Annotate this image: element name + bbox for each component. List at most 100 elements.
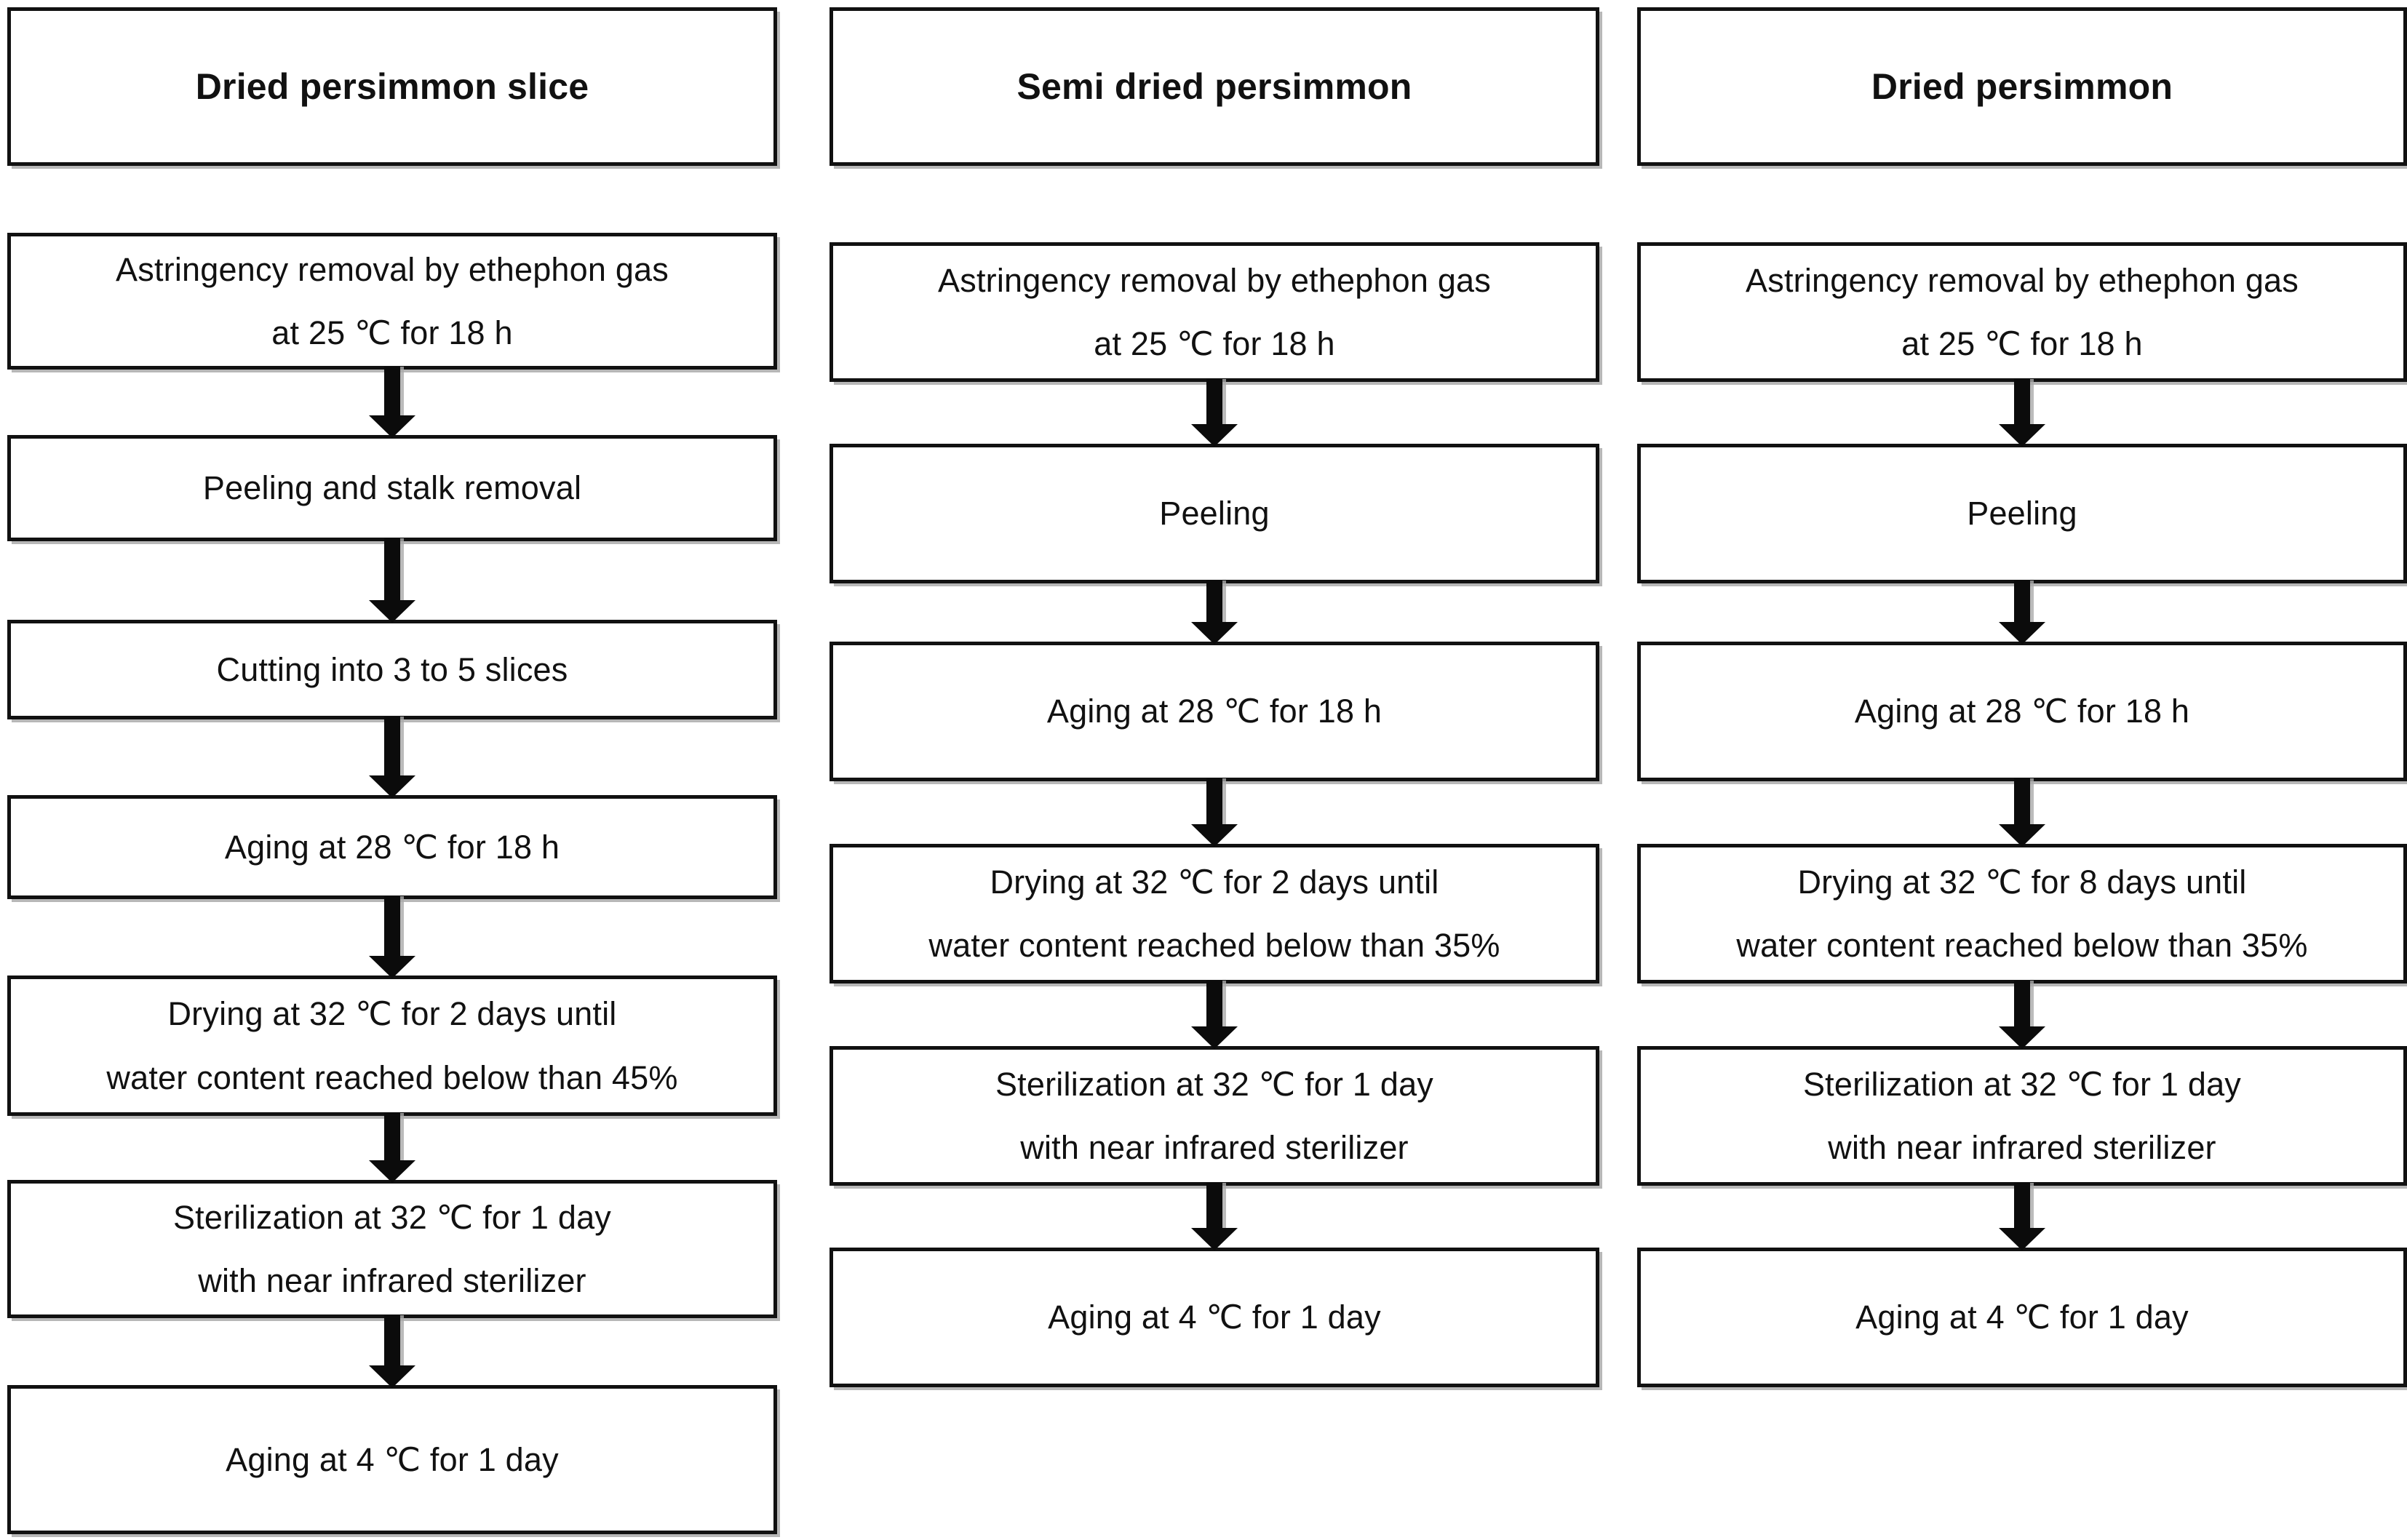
process-step-line: Astringency removal by ethephon gas	[116, 250, 669, 288]
arrow-shaft	[384, 1315, 400, 1366]
column-header-label: Semi dried persimmon	[1016, 65, 1412, 107]
flow-arrow-down-icon	[1999, 778, 2045, 847]
flow-arrow-down-icon	[369, 1315, 415, 1388]
process-step-box: Peeling and stalk removal	[7, 435, 777, 541]
arrow-shaft-shadow	[400, 1315, 404, 1366]
process-step-line: Drying at 32 ℃ for 2 days until	[990, 863, 1439, 901]
process-step-line: with near infrared sterilizer	[198, 1262, 586, 1299]
flow-arrow-down-icon	[369, 367, 415, 438]
process-step-box: Sterilization at 32 ℃ for 1 day with near…	[829, 1046, 1599, 1186]
process-step-line: Sterilization at 32 ℃ for 1 day	[995, 1065, 1434, 1103]
process-step-line: Peeling and stalk removal	[202, 469, 582, 507]
process-step-box: Drying at 32 ℃ for 8 days until water con…	[1637, 844, 2407, 984]
flow-arrow-down-icon	[1191, 581, 1238, 645]
process-step-box: Cutting into 3 to 5 slices	[7, 620, 777, 719]
flow-arrow-down-icon	[1191, 778, 1238, 847]
arrow-shaft-shadow	[1222, 379, 1226, 425]
process-step-line: Aging at 28 ℃ for 18 h	[224, 828, 560, 866]
process-step-box: Astringency removal by ethephon gas at 25…	[1637, 242, 2407, 382]
flow-arrow-down-icon	[1999, 379, 2045, 447]
flow-arrow-down-icon	[369, 1113, 415, 1183]
arrow-shaft	[1206, 379, 1222, 425]
column-header-semi-dried-persimmon: Semi dried persimmon	[829, 7, 1599, 166]
flow-arrow-down-icon	[1999, 1183, 2045, 1250]
process-step-line: Drying at 32 ℃ for 2 days until	[167, 995, 617, 1033]
arrow-shaft-shadow	[2030, 1183, 2034, 1229]
process-step-box: Astringency removal by ethephon gas at 25…	[7, 233, 777, 370]
arrow-shaft	[2014, 778, 2030, 825]
flow-arrow-down-icon	[369, 896, 415, 978]
arrow-shaft	[384, 896, 400, 957]
column-header-label: Dried persimmon slice	[195, 65, 589, 107]
flow-arrow-down-icon	[1191, 981, 1238, 1049]
process-step-line: at 25 ℃ for 18 h	[271, 314, 513, 351]
process-step-box: Aging at 4 ℃ for 1 day	[829, 1248, 1599, 1387]
arrow-shaft-shadow	[400, 717, 404, 776]
arrow-shaft	[2014, 981, 2030, 1027]
process-step-line: Sterilization at 32 ℃ for 1 day	[1802, 1065, 2242, 1103]
arrow-shaft	[384, 1113, 400, 1161]
arrow-shaft	[2014, 1183, 2030, 1229]
arrow-shaft-shadow	[1222, 981, 1226, 1027]
arrow-shaft	[384, 717, 400, 776]
flow-arrow-down-icon	[1999, 981, 2045, 1049]
process-step-line: Cutting into 3 to 5 slices	[216, 650, 568, 688]
arrow-shaft-shadow	[1222, 778, 1226, 825]
arrow-shaft	[1206, 981, 1222, 1027]
column-header-dried-persimmon: Dried persimmon	[1637, 7, 2407, 166]
arrow-shaft-shadow	[400, 367, 404, 416]
process-step-line: Astringency removal by ethephon gas	[1746, 261, 2299, 299]
process-step-box: Astringency removal by ethephon gas at 25…	[829, 242, 1599, 382]
process-step-line: with near infrared sterilizer	[1828, 1129, 2216, 1166]
process-step-box: Aging at 28 ℃ for 18 h	[829, 642, 1599, 781]
process-step-line: at 25 ℃ for 18 h	[1094, 325, 1335, 362]
process-step-line: water content reached below than 45%	[106, 1058, 678, 1096]
arrow-shaft	[2014, 379, 2030, 425]
column-header-label: Dried persimmon	[1871, 65, 2173, 107]
process-step-line: Astringency removal by ethephon gas	[938, 261, 1491, 299]
arrow-shaft	[1206, 581, 1222, 623]
process-step-line: at 25 ℃ for 18 h	[1901, 325, 2143, 362]
process-step-line: Peeling	[1967, 495, 2077, 532]
arrow-shaft	[384, 538, 400, 601]
process-step-line: Aging at 4 ℃ for 1 day	[1855, 1298, 2189, 1336]
process-step-box: Aging at 4 ℃ for 1 day	[7, 1385, 777, 1534]
process-step-line: with near infrared sterilizer	[1020, 1129, 1409, 1166]
process-step-box: Sterilization at 32 ℃ for 1 day with near…	[7, 1180, 777, 1318]
arrow-shaft	[2014, 581, 2030, 623]
process-step-box: Drying at 32 ℃ for 2 days until water con…	[7, 976, 777, 1116]
arrow-shaft-shadow	[2030, 981, 2034, 1027]
process-step-box: Peeling	[1637, 444, 2407, 583]
arrow-shaft-shadow	[400, 896, 404, 957]
arrow-shaft-shadow	[2030, 778, 2034, 825]
process-step-box: Aging at 28 ℃ for 18 h	[7, 795, 777, 899]
flow-arrow-down-icon	[1191, 1183, 1238, 1250]
flow-arrow-down-icon	[1191, 379, 1238, 447]
arrow-shaft	[384, 367, 400, 416]
arrow-shaft-shadow	[1222, 581, 1226, 623]
process-step-line: Aging at 4 ℃ for 1 day	[1048, 1298, 1381, 1336]
column-header-dried-persimmon-slice: Dried persimmon slice	[7, 7, 777, 166]
process-step-box: Aging at 28 ℃ for 18 h	[1637, 642, 2407, 781]
arrow-shaft-shadow	[1222, 1183, 1226, 1229]
arrow-shaft	[1206, 778, 1222, 825]
process-step-line: water content reached below than 35%	[1736, 927, 2308, 964]
flow-arrow-down-icon	[369, 717, 415, 798]
process-step-line: Aging at 28 ℃ for 18 h	[1854, 693, 2190, 730]
process-step-line: Aging at 4 ℃ for 1 day	[226, 1440, 559, 1478]
arrow-shaft-shadow	[2030, 379, 2034, 425]
process-step-line: Sterilization at 32 ℃ for 1 day	[172, 1198, 612, 1236]
process-step-line: Drying at 32 ℃ for 8 days until	[1797, 863, 2247, 901]
process-step-box: Sterilization at 32 ℃ for 1 day with near…	[1637, 1046, 2407, 1186]
arrow-shaft-shadow	[2030, 581, 2034, 623]
arrow-shaft	[1206, 1183, 1222, 1229]
process-step-box: Peeling	[829, 444, 1599, 583]
flow-arrow-down-icon	[1999, 581, 2045, 645]
process-step-box: Aging at 4 ℃ for 1 day	[1637, 1248, 2407, 1387]
arrow-shaft-shadow	[400, 1113, 404, 1161]
